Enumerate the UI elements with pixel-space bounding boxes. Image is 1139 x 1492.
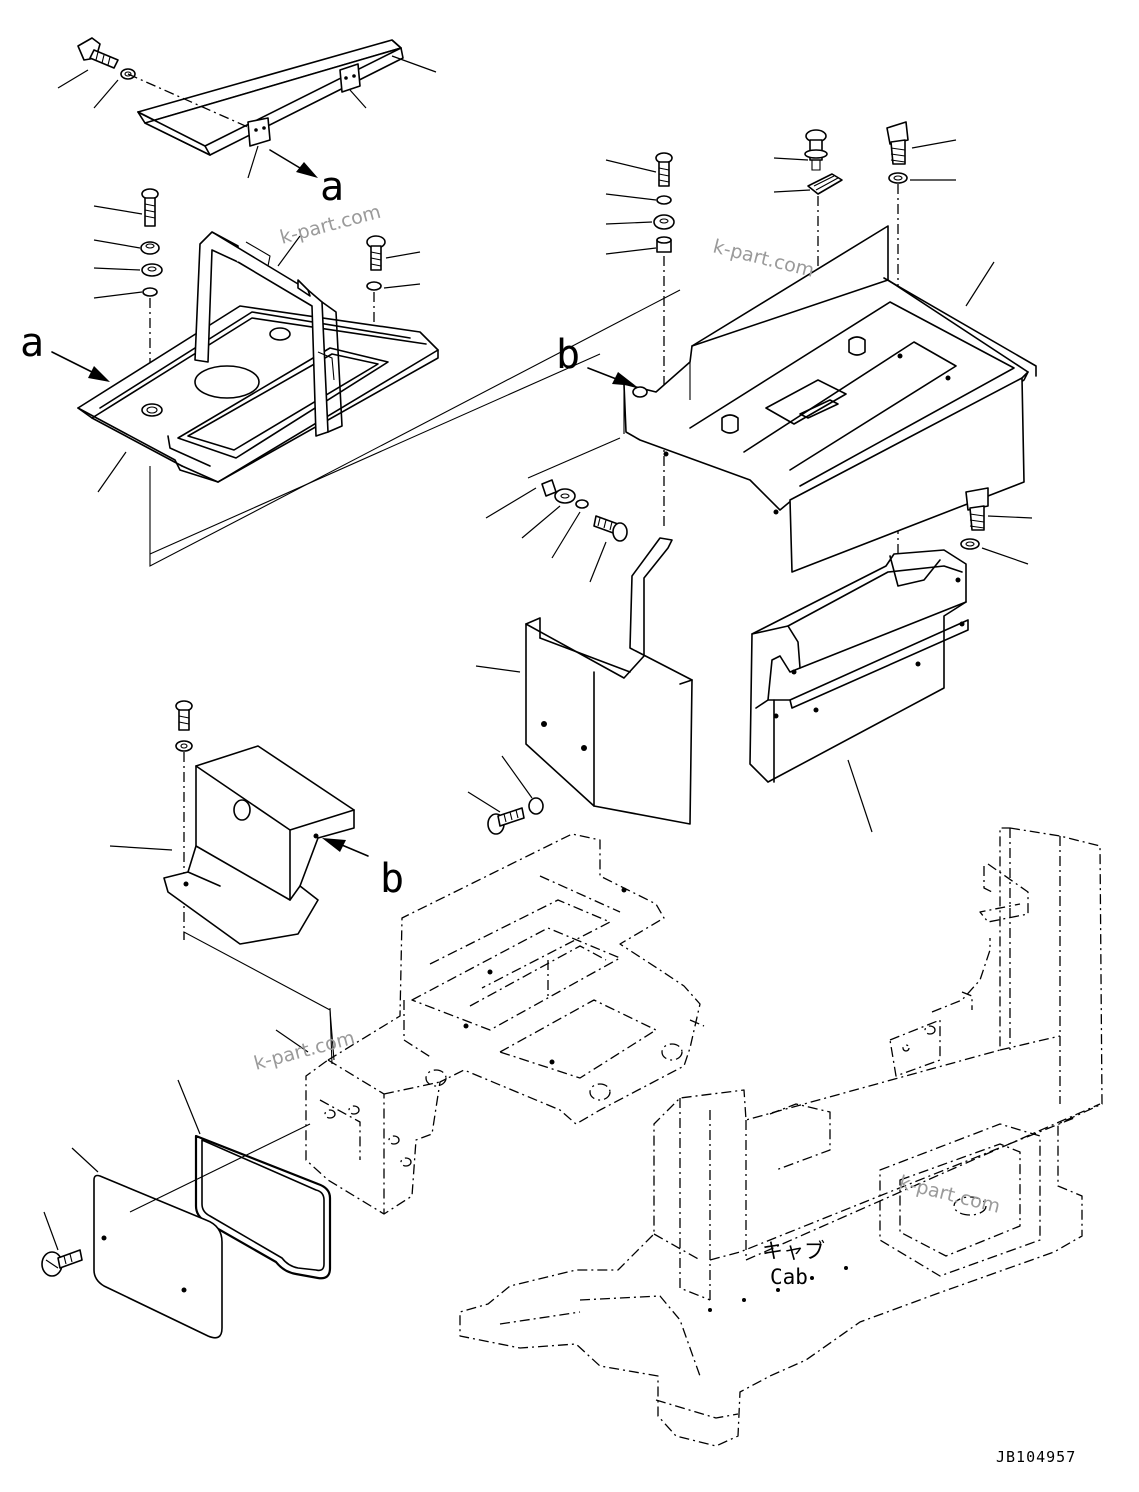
washer-icon bbox=[141, 263, 163, 277]
hinge-right bbox=[339, 63, 361, 93]
tool-box-front-panel bbox=[789, 377, 1025, 573]
washer-icon bbox=[528, 797, 544, 815]
battery-tray bbox=[77, 305, 439, 483]
washer-icon bbox=[554, 488, 576, 504]
watermark: k-part.com bbox=[711, 236, 817, 282]
collar-icon bbox=[541, 479, 557, 497]
bolt-icon bbox=[41, 1249, 83, 1277]
washer-icon bbox=[366, 281, 382, 291]
washer-icon bbox=[175, 740, 193, 752]
bracket-box bbox=[749, 549, 969, 783]
cab-frame-structure bbox=[459, 827, 1103, 1447]
frame-structure-center bbox=[305, 833, 705, 1215]
ref-letter-a: a bbox=[320, 164, 344, 210]
side-cover-plate bbox=[525, 537, 693, 825]
small-cover-bracket bbox=[163, 745, 355, 945]
grommet-icon bbox=[632, 386, 648, 398]
clip-icon bbox=[807, 173, 843, 195]
cab-label-english: Cab bbox=[770, 1265, 808, 1289]
arrow-a-top bbox=[296, 162, 318, 178]
washer-icon bbox=[656, 195, 672, 205]
lock-washer-icon bbox=[575, 499, 589, 509]
washer-icon bbox=[120, 68, 136, 80]
screw-icon bbox=[655, 152, 673, 187]
ref-letter-a-left: a bbox=[20, 320, 44, 366]
arrow-b-lower bbox=[322, 838, 346, 852]
hinge-left bbox=[247, 117, 271, 147]
washer-icon bbox=[888, 172, 908, 184]
lock-washer-icon bbox=[142, 287, 158, 297]
battery-hold-down-strap bbox=[194, 231, 343, 437]
screw-icon bbox=[366, 235, 386, 271]
battery-cap-outline bbox=[194, 365, 260, 399]
screw-icon bbox=[175, 700, 193, 731]
ref-letter-b-lower: b bbox=[380, 856, 404, 902]
arrow-b-top bbox=[612, 372, 636, 386]
screw-icon bbox=[141, 188, 159, 227]
cab-label-japanese: キャブ bbox=[762, 1239, 825, 1263]
ref-letter-b: b bbox=[556, 332, 580, 378]
washer-icon bbox=[960, 538, 980, 550]
watermark: k-part.com bbox=[897, 1172, 1003, 1218]
bolt-icon bbox=[965, 487, 989, 531]
bolt-icon bbox=[886, 121, 909, 165]
screw-icon bbox=[804, 129, 828, 171]
washer-icon bbox=[653, 214, 675, 230]
bolt-icon bbox=[77, 37, 119, 69]
screw-icon bbox=[593, 515, 628, 542]
arrow-a-left bbox=[88, 366, 110, 382]
tool-box-upper bbox=[623, 225, 1037, 573]
screw-icon bbox=[487, 807, 525, 835]
drawing-code: JB104957 bbox=[996, 1448, 1076, 1466]
battery-cover-lid bbox=[137, 39, 404, 156]
end-cover-plate bbox=[93, 1174, 223, 1339]
